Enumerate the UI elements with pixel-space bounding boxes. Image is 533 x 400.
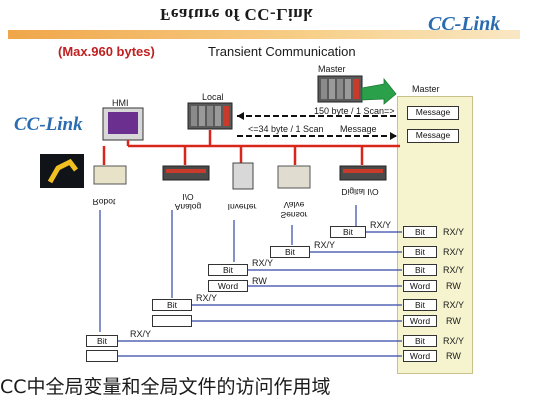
local-plc-icon — [187, 102, 233, 130]
link-label-rxy-3: RX/Y — [252, 258, 274, 268]
master-top-label: Master — [318, 64, 346, 74]
sensor-valve-bit: Bit — [270, 246, 310, 258]
analog-io-word — [152, 315, 192, 327]
master-bit-1: Bit — [403, 226, 437, 238]
master-bit-5: Bit — [403, 335, 437, 347]
master-rxy-1: RX/Y — [443, 227, 465, 237]
master-bit-4: Bit — [403, 299, 437, 311]
master-bit-2: Bit — [403, 246, 437, 258]
device-label-analog-io: Analog I/O — [174, 192, 202, 212]
master-rxy-4: RX/Y — [443, 300, 465, 310]
analog-io-icon — [162, 165, 210, 181]
inverter-word: Word — [208, 280, 248, 292]
hmi-icon — [102, 107, 144, 141]
link-label-rxy-4: RX/Y — [196, 293, 218, 303]
master-word-1: Word — [403, 280, 437, 292]
master-word-3: Word — [403, 350, 437, 362]
scan-rate-label-2: <=34 byte / 1 Scan — [248, 124, 324, 134]
master-message-box-1: Message — [407, 106, 459, 120]
master-rxy-2: RX/Y — [443, 247, 465, 257]
local-message-label: Message — [340, 124, 377, 134]
sensor-valve-icon — [277, 165, 311, 189]
message-arrow-icon — [361, 77, 397, 105]
device-label-inverter: Inverter — [227, 202, 257, 212]
master-rw-1: RW — [446, 281, 461, 291]
caption-text: CC中全局变量和全局文件的访问作用域 — [0, 372, 331, 399]
master-rw-2: RW — [446, 316, 461, 326]
local-label: Local — [202, 92, 224, 102]
link-label-rxy-2: RX/Y — [314, 240, 336, 250]
scan-rate-label-1: 150 byte / 1 Scan=> — [314, 106, 395, 116]
digital-io-bit: Bit — [330, 226, 366, 238]
subtitle-text: Transient Communication — [208, 44, 356, 59]
master-panel-label: Master — [412, 84, 440, 94]
master-rw-3: RW — [446, 351, 461, 361]
cclink-logo: CC-Link — [428, 13, 501, 35]
cclink-logo-left: CC-Link — [14, 114, 83, 135]
robot-controller-icon — [93, 165, 127, 185]
subtitle-size: (Max.960 bytes) — [58, 44, 155, 59]
hmi-label: HMI — [112, 98, 129, 108]
master-plc-icon — [317, 75, 363, 103]
master-rxy-5: RX/Y — [443, 336, 465, 346]
device-label-robot: Robot — [92, 197, 116, 207]
master-rxy-3: RX/Y — [443, 265, 465, 275]
link-label-rxy-5: RX/Y — [130, 329, 152, 339]
analog-io-bit: Bit — [152, 299, 192, 311]
inverter-icon — [232, 162, 254, 190]
robot-arm-icon — [40, 154, 84, 188]
inverter-bit: Bit — [208, 264, 248, 276]
master-word-2: Word — [403, 315, 437, 327]
title-bar — [8, 30, 520, 39]
link-label-rxy-1: RX/Y — [370, 220, 392, 230]
digital-io-icon — [339, 165, 387, 181]
link-label-rw-3: RW — [252, 276, 267, 286]
master-message-box-2: Message — [407, 129, 459, 143]
robot-word — [86, 350, 118, 362]
robot-bit: Bit — [86, 335, 118, 347]
device-label-digital-io: Digital I/O — [341, 187, 379, 197]
device-label-sensor-valve: Sensor Valve — [280, 200, 308, 220]
master-bit-3: Bit — [403, 264, 437, 276]
